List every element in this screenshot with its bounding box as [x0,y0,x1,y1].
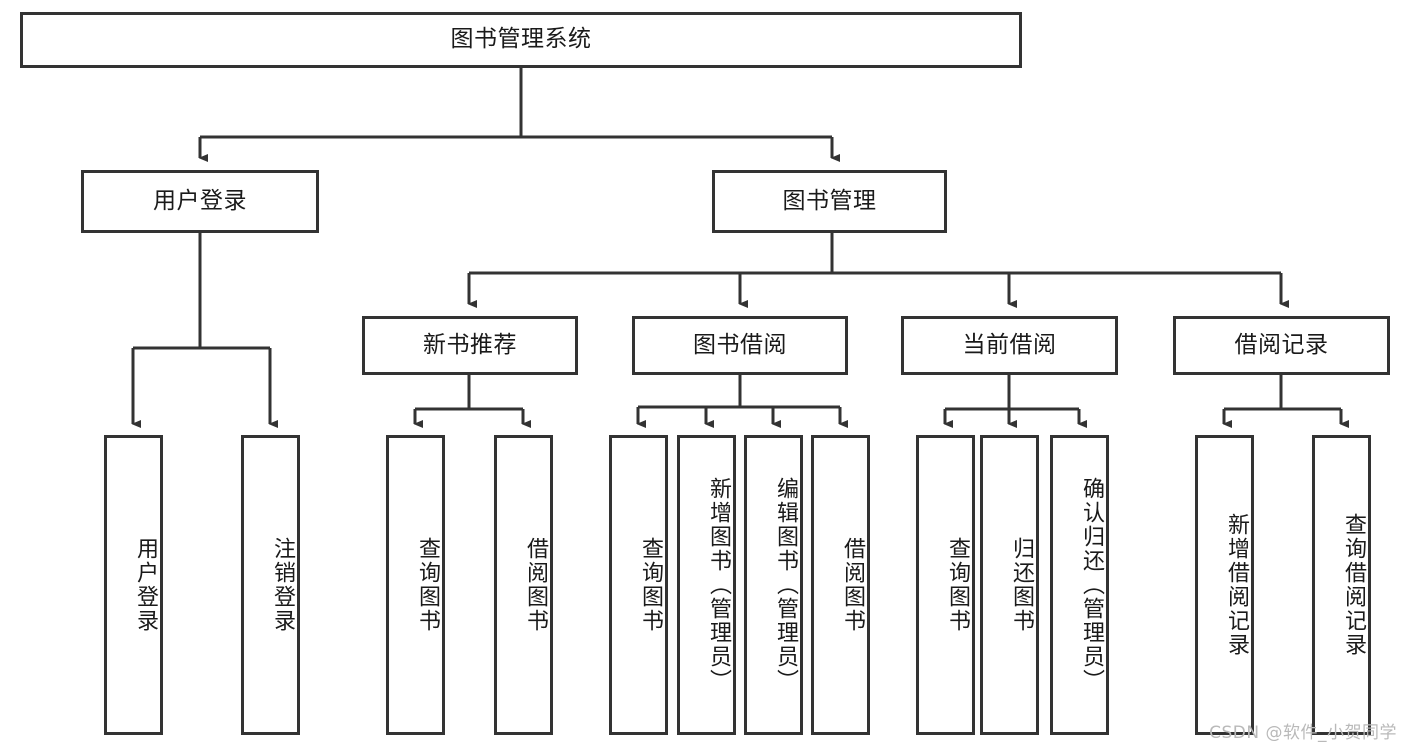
leaf-query-borrowing-record[interactable]: 查询借阅记录 [1312,435,1371,735]
node-book-management[interactable]: 图书管理 [712,170,947,233]
node-book-borrowing[interactable]: 图书借阅 [632,316,848,375]
leaf-query-books-borrowing[interactable]: 查询图书 [609,435,668,735]
node-user-login[interactable]: 用户登录 [81,170,319,233]
node-new-book-recommendation[interactable]: 新书推荐 [362,316,578,375]
node-root-book-management-system[interactable]: 图书管理系统 [20,12,1022,68]
leaf-borrow-books-borrowing[interactable]: 借阅图书 [811,435,870,735]
leaf-logout[interactable]: 注销登录 [241,435,300,735]
leaf-user-login[interactable]: 用户登录 [104,435,163,735]
node-current-borrowing[interactable]: 当前借阅 [901,316,1118,375]
leaf-return-books[interactable]: 归还图书 [980,435,1039,735]
leaf-add-book-admin[interactable]: 新增图书（管理员） [677,435,736,735]
leaf-query-books-new-recommendation[interactable]: 查询图书 [386,435,445,735]
leaf-add-borrowing-record[interactable]: 新增借阅记录 [1195,435,1254,735]
node-borrowing-records[interactable]: 借阅记录 [1173,316,1390,375]
leaf-borrow-books-new-recommendation[interactable]: 借阅图书 [494,435,553,735]
leaf-confirm-return-admin[interactable]: 确认归还（管理员） [1050,435,1109,735]
watermark-text: CSDN @软件_小贺同学 [1209,723,1397,743]
leaf-edit-book-admin[interactable]: 编辑图书（管理员） [744,435,803,735]
leaf-query-books-current[interactable]: 查询图书 [916,435,975,735]
